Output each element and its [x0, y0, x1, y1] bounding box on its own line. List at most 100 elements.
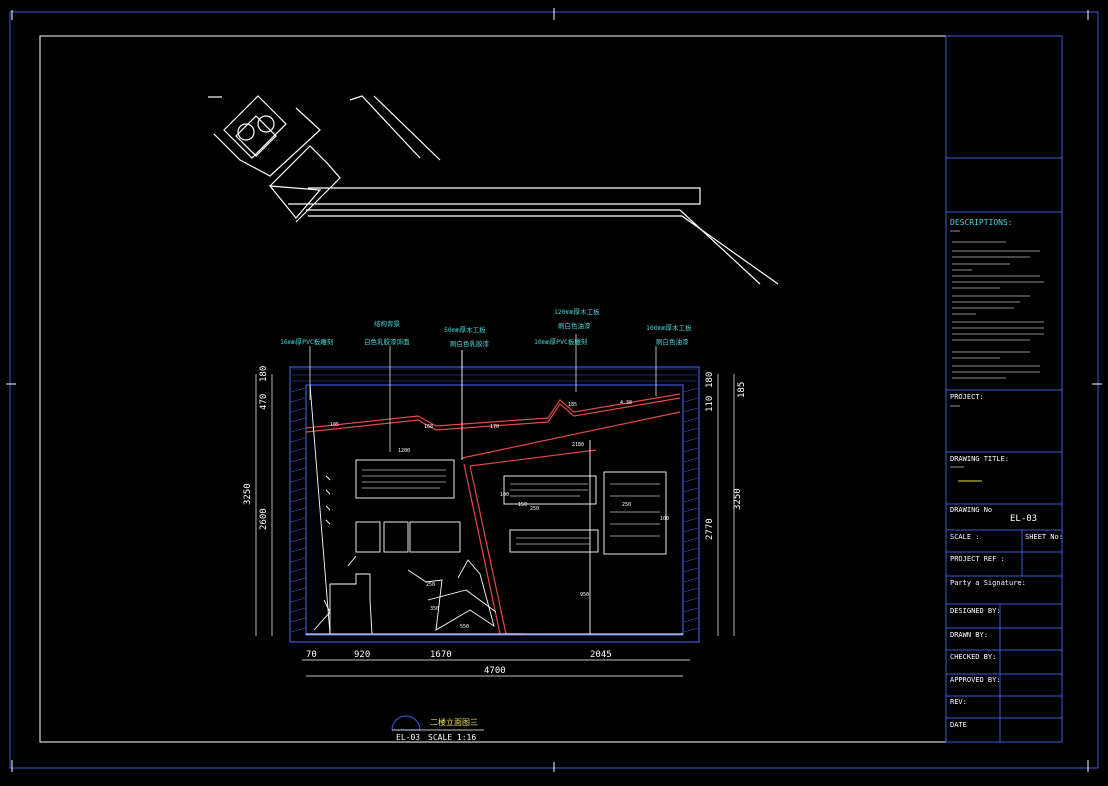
drawing-no-label: DRAWING No	[950, 506, 992, 514]
hatch-line	[683, 567, 699, 573]
callout-leaders	[309, 334, 657, 452]
hatch-line	[290, 527, 306, 533]
callout-sublabel: 白色乳胶漆饰面	[364, 337, 410, 346]
hatch-line	[290, 617, 306, 623]
callout-sublabel: 刷白色乳胶漆	[450, 339, 490, 348]
project-ref-label: PROJECT REF :	[950, 555, 1005, 563]
hatch-line	[683, 487, 699, 493]
left-dimension: 180	[259, 366, 269, 382]
title-block	[945, 35, 1063, 743]
hatch-line	[290, 447, 306, 453]
callout-label: 16mm厚PVC板雕刻	[280, 337, 333, 346]
right-dimension: 185	[737, 382, 747, 398]
hatch-line	[683, 547, 699, 553]
hatch-line	[683, 587, 699, 593]
dimension-lines	[255, 374, 735, 677]
hatch-line	[683, 527, 699, 533]
hatch-line	[290, 407, 306, 413]
hatch-line	[290, 627, 306, 633]
right-dimension: 180	[705, 372, 715, 388]
callout-label: 120mm厚木工板	[554, 307, 600, 316]
hatch-line	[290, 587, 306, 593]
party-signature-label: Party a Signature:	[950, 579, 1026, 587]
hatch-line	[683, 437, 699, 443]
sheet-outer-border	[9, 11, 1099, 769]
hatch-line	[290, 427, 306, 433]
hatch-line	[290, 417, 306, 423]
hatch-line	[290, 507, 306, 513]
right-dimension: 3250	[733, 488, 743, 510]
hatch-line	[290, 517, 306, 523]
inner-dimension: 150	[518, 502, 527, 508]
inner-dimension: 250	[622, 502, 631, 508]
panel-text-lines	[362, 469, 660, 545]
plan-scale-label: SCALE 1:16	[428, 733, 476, 742]
hatch-line	[290, 597, 306, 603]
hatch-line	[290, 397, 306, 403]
sheet-inner-border	[39, 35, 1063, 743]
plan-label: 二楼立面图三	[430, 717, 478, 727]
key-plan	[208, 95, 779, 285]
wall-hatching	[290, 368, 699, 633]
hatch-line	[683, 617, 699, 623]
approved-by-label: APPROVED BY:	[950, 676, 1001, 684]
sheet-tick-marks	[6, 8, 1102, 772]
elevation-details	[306, 350, 683, 635]
hatch-line	[683, 497, 699, 503]
hatch-line	[683, 577, 699, 583]
hatch-line	[290, 547, 306, 553]
inner-dimension: 185	[568, 402, 577, 408]
callout-sublabel: 刷白色油漆	[558, 321, 591, 330]
plan-label-id: EL-03	[396, 733, 420, 742]
right-dimension: 110	[705, 396, 715, 412]
designed-by-label: DESIGNED BY:	[950, 607, 1001, 615]
plan-label-block: 二楼立面图三 EL-03 SCALE 1:16	[391, 715, 484, 742]
hatch-line	[683, 507, 699, 513]
hatch-line	[290, 577, 306, 583]
left-dimension: 3250	[243, 483, 253, 505]
checked-by-label: CHECKED BY:	[950, 653, 996, 661]
project-label: PROJECT:	[950, 393, 984, 401]
hatch-line	[683, 397, 699, 403]
inner-dimension: 250	[426, 582, 435, 588]
bottom-dimension: 2045	[590, 650, 612, 660]
hatch-line	[290, 567, 306, 573]
rev-label: REV:	[950, 698, 967, 706]
drawing-no-value: EL-03	[1010, 514, 1037, 524]
hatch-line	[683, 517, 699, 523]
callout-label: 100mm厚木工板	[646, 323, 692, 332]
hatch-line	[683, 387, 699, 393]
hatch-line	[290, 557, 306, 563]
date-label: DATE	[950, 721, 967, 729]
vertical-signage	[325, 475, 331, 525]
callout-sublabel: 刷白色油漆	[656, 337, 689, 346]
inner-dimension: 950	[580, 592, 589, 598]
descriptions-label: DESCRIPTIONS:	[950, 218, 1013, 227]
hatch-line	[683, 557, 699, 563]
inner-dimension: 350	[430, 606, 439, 612]
callout-labels: 16mm厚PVC板雕刻结构背景50mm厚木工板120mm厚木工板10mm厚PVC…	[280, 307, 692, 348]
hatch-line	[683, 447, 699, 453]
inner-dimension: 2180	[572, 442, 584, 448]
inner-dimension: 4.38	[620, 400, 632, 406]
bottom-dimension: 920	[354, 650, 370, 660]
left-dimension: 2600	[259, 508, 269, 530]
hatch-line	[683, 427, 699, 433]
hatch-line	[683, 407, 699, 413]
inner-dimension: 100	[500, 492, 509, 498]
section-marker-icon	[391, 715, 421, 731]
hatch-line	[290, 477, 306, 483]
hatch-line	[290, 537, 306, 543]
inner-dimension: 550	[460, 624, 469, 630]
callout-label: 结构背景	[374, 319, 401, 328]
hatch-line	[290, 387, 306, 393]
bottom-dimension: 70	[306, 650, 317, 660]
description-text-lines	[950, 230, 1044, 379]
drawn-by-label: DRAWN BY:	[950, 631, 988, 639]
callout-label: 50mm厚木工板	[444, 325, 486, 334]
hatch-line	[290, 467, 306, 473]
inner-dimension: 170	[490, 424, 499, 430]
hatch-line	[683, 477, 699, 483]
